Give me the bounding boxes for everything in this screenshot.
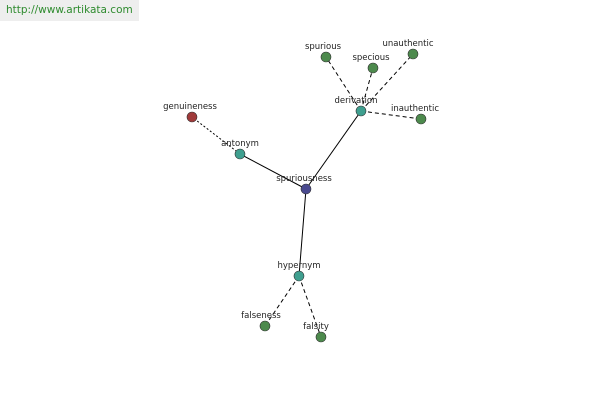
node-specious[interactable] xyxy=(367,62,379,74)
label-unauthentic[interactable]: unauthentic xyxy=(382,39,433,49)
graph-labels: spuriousness antonym derivation hypernym gen… xyxy=(163,39,439,332)
label-falseness[interactable]: falseness xyxy=(241,311,281,321)
edge-spuriousness-hypernym xyxy=(298,188,307,277)
label-inauthentic[interactable]: inauthentic xyxy=(391,104,439,114)
label-spurious[interactable]: spurious xyxy=(305,42,342,52)
node-unauthentic[interactable] xyxy=(407,48,419,60)
label-antonym[interactable]: antonym xyxy=(221,139,259,149)
edge-derivation-inauthentic xyxy=(360,110,422,120)
node-antonym[interactable] xyxy=(234,148,246,160)
label-spuriousness[interactable]: spuriousness xyxy=(276,174,332,184)
node-falsity[interactable] xyxy=(315,331,327,343)
label-specious[interactable]: specious xyxy=(352,53,390,63)
node-spurious[interactable] xyxy=(320,51,332,63)
node-genuineness[interactable] xyxy=(186,111,198,123)
edge-derivation-spurious xyxy=(325,56,362,112)
node-spuriousness[interactable] xyxy=(300,183,312,195)
edge-hypernym-falseness xyxy=(264,275,300,327)
node-inauthentic[interactable] xyxy=(415,113,427,125)
url-banner: http://www.artikata.com xyxy=(0,0,139,21)
node-falseness[interactable] xyxy=(259,320,271,332)
node-hypernym[interactable] xyxy=(293,270,305,282)
site-url-link[interactable]: http://www.artikata.com xyxy=(6,4,133,16)
edge-derivation-unauthentic xyxy=(360,53,414,112)
label-derivation[interactable]: derivation xyxy=(334,96,377,106)
edge-hypernym-falsity xyxy=(298,275,322,338)
label-falsity[interactable]: falsity xyxy=(303,322,329,332)
edge-derivation-specious xyxy=(360,67,374,112)
node-derivation[interactable] xyxy=(355,105,367,117)
label-hypernym[interactable]: hypernym xyxy=(277,261,320,271)
edge-spuriousness-derivation xyxy=(305,110,362,190)
graph-edges xyxy=(191,53,422,338)
graph-nodes xyxy=(186,48,427,343)
label-genuineness[interactable]: genuineness xyxy=(163,102,217,112)
edge-spuriousness-antonym xyxy=(239,153,307,190)
